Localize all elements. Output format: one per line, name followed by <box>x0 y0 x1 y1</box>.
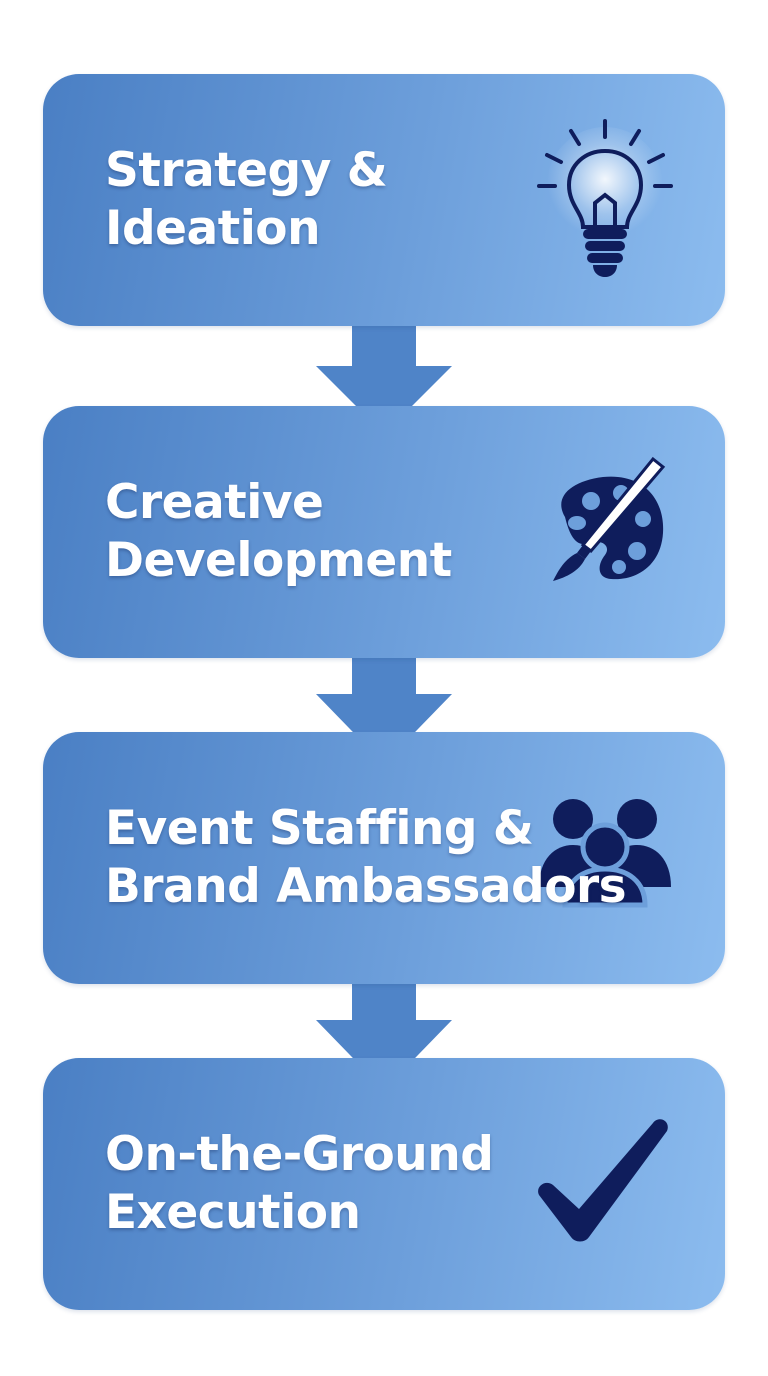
step-creative-development: Creative Development <box>43 406 733 674</box>
step-label: Event Staffing & Brand Ambassadors <box>105 801 627 914</box>
step-event-staffing: Event Staffing & Brand Ambassadors <box>43 732 733 1000</box>
step-label: Strategy & Ideation <box>105 143 388 256</box>
step-strategy-ideation: Strategy & Ideation <box>43 74 725 326</box>
step-label: On-the-Ground Execution <box>105 1127 494 1240</box>
palette-icon <box>525 447 685 617</box>
checkmark-icon <box>525 1099 685 1269</box>
lightbulb-icon <box>525 115 685 285</box>
people-group-icon <box>525 773 685 943</box>
step-label: Creative Development <box>105 475 452 588</box>
step-on-the-ground-execution: On-the-Ground Execution <box>43 1058 725 1310</box>
